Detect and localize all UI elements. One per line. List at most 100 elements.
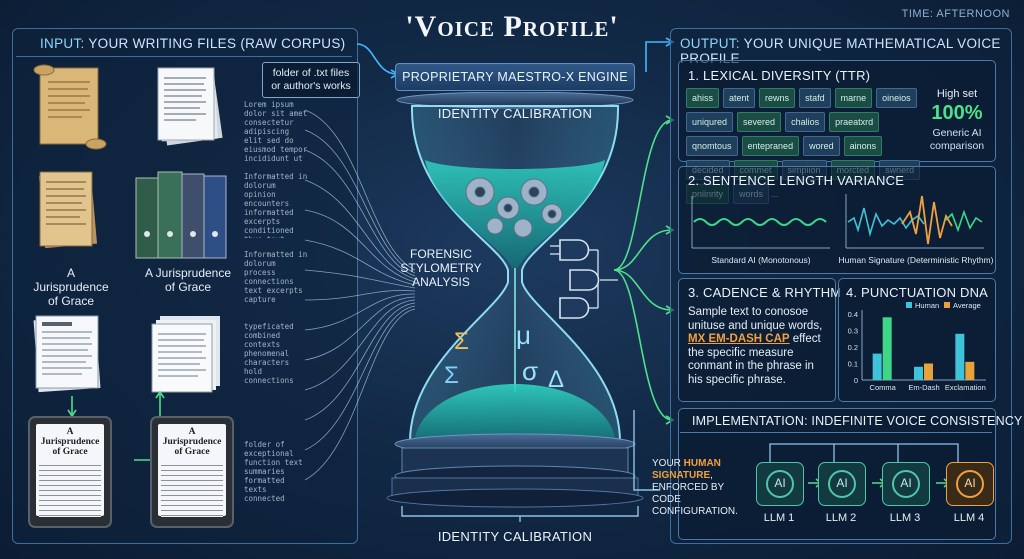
legend-human-swatch — [906, 302, 912, 308]
llm-3-label: LLM 3 — [889, 512, 921, 524]
human-signature-label: Human Signature (Deterministic Rhythm) — [838, 255, 994, 265]
word-chip: wored — [803, 136, 840, 156]
word-chip: marne — [834, 88, 873, 108]
document-icon-1 — [33, 315, 101, 393]
chart-y-tick-label: 0 — [854, 376, 858, 385]
logic-gates-icon — [550, 239, 618, 319]
llm-4-label: LLM 4 — [953, 512, 985, 524]
scribble-text-1: Lorem ipsum dolor sit amet consectetur a… — [244, 100, 308, 164]
chart-category-label: Comma — [870, 383, 897, 392]
word-chip: ainons — [843, 136, 883, 156]
ai-icon — [892, 470, 920, 498]
forensic-label: FORENSIC STYLOMETRY ANALYSIS — [400, 247, 482, 289]
manuscript-icon — [38, 171, 98, 249]
word-chip: severed — [737, 112, 782, 132]
legend-average-label: Average — [953, 301, 981, 310]
symbol-small-sigma: σ — [522, 356, 539, 386]
punctuation-title: 4. PUNCTUATION DNA — [846, 285, 989, 300]
llm-3-ai-text: AI — [900, 476, 912, 490]
llm-3-icon: AI — [882, 462, 930, 506]
symbol-delta: Δ — [548, 366, 565, 393]
folder-note: folder of .txt files or author's works — [262, 62, 360, 98]
cadence-highlight: MX EM-DASH CAP — [688, 333, 790, 346]
implementation-title: IMPLEMENTATION: INDEFINITE VOICE CONSIST… — [692, 414, 1023, 428]
llm-2-icon: AI — [818, 462, 866, 506]
chart-y-tick-label: 0.4 — [848, 310, 858, 319]
tablet-1-title: A Jurisprudence of Grace — [40, 427, 100, 457]
chart-bar-average — [924, 363, 933, 380]
word-chip: ahiss — [686, 88, 720, 108]
cadence-text-before: Sample text to conosoe unituse and uniqu… — [688, 306, 823, 332]
cadence-panel — [678, 278, 836, 402]
sig-line1: YOUR — [652, 458, 684, 469]
legend-average-swatch — [944, 302, 950, 308]
word-chip: atent — [723, 88, 756, 108]
llm-1-label: LLM 1 — [763, 512, 795, 524]
ai-icon — [828, 470, 856, 498]
flow-lines — [304, 109, 416, 481]
tablet-2-screen: A Jurisprudence of Grace — [158, 424, 226, 517]
word-chip: rewns — [759, 88, 796, 108]
engine-banner: PROPRIETARY MAESTRO-X ENGINE — [395, 63, 635, 91]
standard-ai-label: Standard AI (Monotonous) — [711, 255, 811, 265]
sig-line2: , ENFORCED BY CODE CONFIGURATION. — [652, 470, 738, 517]
binders-icon — [135, 171, 227, 259]
human-signature-waveform — [845, 194, 984, 249]
input-title-prefix: INPUT: — [40, 36, 85, 51]
input-divider — [16, 56, 352, 57]
scroll-icon — [33, 64, 107, 150]
tablet-2: A Jurisprudence of Grace — [150, 416, 234, 528]
chart-category-label: Exclamation — [945, 383, 986, 392]
high-set-label: High set — [936, 88, 978, 100]
word-chip: qnomtous — [686, 136, 738, 156]
chart-bar-human — [914, 366, 923, 380]
tablet-2-lines — [161, 461, 223, 517]
sig-highlight: HUMAN SIGNATURE — [652, 458, 721, 481]
tablet-2-title: A Jurisprudence of Grace — [162, 427, 222, 457]
input-panel-title: INPUT: YOUR WRITING FILES (RAW CORPUS) — [40, 36, 345, 51]
llm-1-ai-text: AI — [774, 476, 786, 490]
word-chip: stafd — [799, 88, 831, 108]
cadence-title: 3. CADENCE & RHYTHM — [688, 285, 842, 300]
chart-y-tick-label: 0.1 — [848, 360, 858, 369]
paper-stack-icon — [157, 67, 223, 146]
chart-bar-average — [965, 361, 975, 380]
document-icon-2 — [151, 316, 220, 393]
tablet-1-lines — [39, 461, 101, 517]
chart-bar-human — [872, 353, 882, 380]
chart-y-tick-label: 0.3 — [848, 327, 858, 336]
sentence-title: 2. SENTENCE LENGTH VARIANCE — [688, 173, 905, 188]
ai-icon — [766, 470, 794, 498]
symbol-sigma-2: Σ — [444, 362, 459, 389]
word-chip: praeatxrd — [829, 112, 880, 132]
chart-y-tick-label: 0.2 — [848, 343, 858, 352]
bottom-bracket — [401, 506, 639, 522]
generic-ai-line2: comparison — [929, 140, 985, 152]
sentence-panel — [678, 166, 996, 274]
identity-calibration-top: IDENTITY CALIBRATION — [437, 106, 593, 121]
legend-human-label: Human — [915, 301, 939, 310]
chart-category-label: Em-Dash — [908, 383, 939, 392]
llm-1-icon: AI — [756, 462, 804, 506]
llm-4-icon: AI — [946, 462, 994, 506]
time-label: TIME: AFTERNOON — [901, 8, 1010, 20]
input-title-rest: YOUR WRITING FILES (RAW CORPUS) — [84, 36, 346, 51]
book-label-2: A Jurisprudence of Grace — [144, 266, 232, 294]
cadence-text: Sample text to conosoe unituse and uniqu… — [688, 306, 830, 388]
llm-connectors — [769, 443, 959, 464]
output-title-prefix: OUTPUT: — [680, 36, 740, 51]
generic-ai-line1: Generic AI — [932, 127, 982, 139]
word-chip: uniqured — [686, 112, 734, 132]
tablet-1-screen: A Jurisprudence of Grace — [36, 424, 104, 517]
scribble-text-4: typeficated combined contexts phenomenal… — [244, 322, 294, 384]
symbol-mu: μ — [516, 320, 531, 350]
implementation-divider — [680, 432, 992, 433]
word-chip: entepraned — [741, 136, 800, 156]
word-chip: chalios — [785, 112, 826, 132]
chart-bar-average — [882, 317, 892, 380]
lexical-title: 1. LEXICAL DIVERSITY (TTR) — [688, 68, 871, 83]
tablet-1: A Jurisprudence of Grace — [28, 416, 112, 528]
high-set-percent: 100% — [931, 102, 983, 124]
llm-4-ai-text: AI — [964, 476, 976, 490]
